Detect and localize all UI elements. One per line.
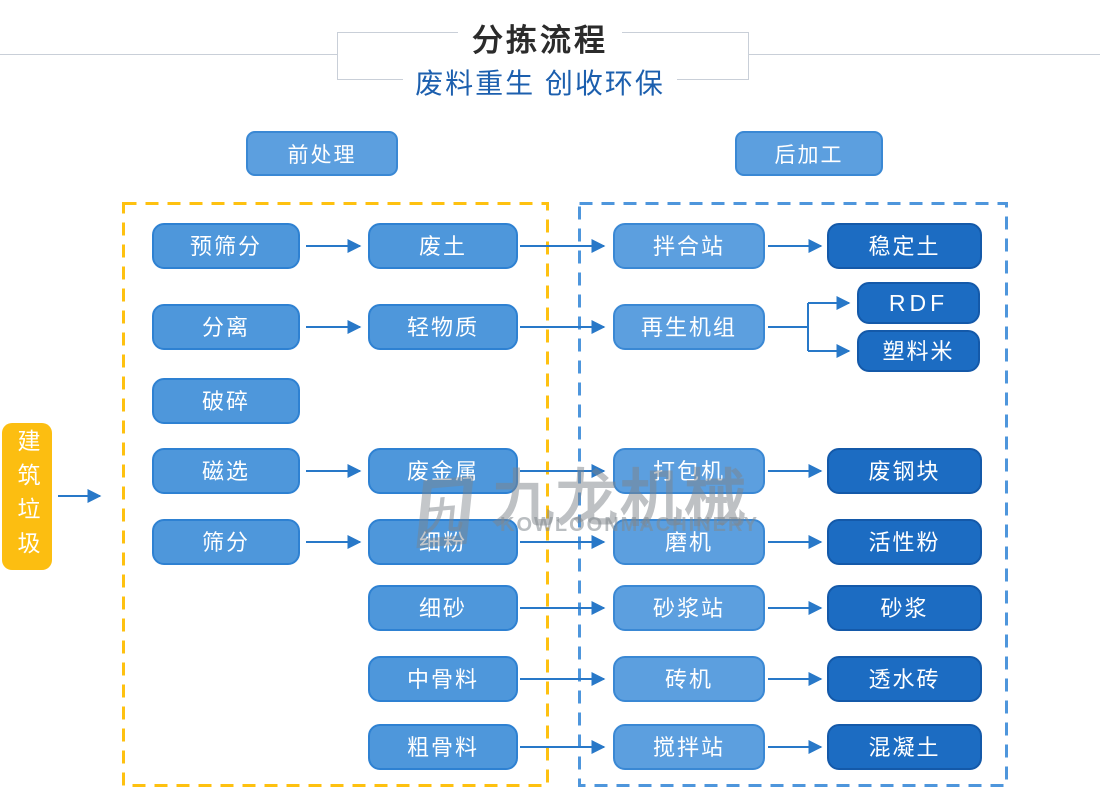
product-node: 中骨料: [368, 656, 518, 702]
process-node: 磨机: [613, 519, 765, 565]
pre-processing-region-border: [122, 202, 549, 787]
process-node: 筛分: [152, 519, 300, 565]
source-node-construction-waste: 建筑垃圾: [2, 423, 52, 570]
output-node: 砂浆: [827, 585, 982, 631]
process-node: 破碎: [152, 378, 300, 424]
process-node: 打包机: [613, 448, 765, 494]
product-node: 细粉: [368, 519, 518, 565]
process-node: 预筛分: [152, 223, 300, 269]
page-title-row: 分拣流程: [0, 15, 1080, 60]
page-title: 分拣流程: [458, 15, 622, 60]
page-subtitle: 废料重生 创收环保: [403, 62, 677, 102]
process-node: 砂浆站: [613, 585, 765, 631]
post-processing-region-border: [578, 202, 1008, 787]
product-node: 废土: [368, 223, 518, 269]
output-node: RDF: [857, 282, 980, 324]
output-node: 混凝土: [827, 724, 982, 770]
output-node: 废钢块: [827, 448, 982, 494]
section-label-post-processing: 后加工: [735, 131, 883, 176]
process-node: 砖机: [613, 656, 765, 702]
process-node: 再生机组: [613, 304, 765, 350]
process-node: 分离: [152, 304, 300, 350]
page-subtitle-row: 废料重生 创收环保: [0, 62, 1080, 102]
output-node: 塑料米: [857, 330, 980, 372]
section-label-pre-processing: 前处理: [246, 131, 398, 176]
process-node: 搅拌站: [613, 724, 765, 770]
output-node: 透水砖: [827, 656, 982, 702]
process-node: 拌合站: [613, 223, 765, 269]
output-node: 稳定土: [827, 223, 982, 269]
process-node: 磁选: [152, 448, 300, 494]
product-node: 轻物质: [368, 304, 518, 350]
product-node: 细砂: [368, 585, 518, 631]
output-node: 活性粉: [827, 519, 982, 565]
product-node: 粗骨料: [368, 724, 518, 770]
product-node: 废金属: [368, 448, 518, 494]
